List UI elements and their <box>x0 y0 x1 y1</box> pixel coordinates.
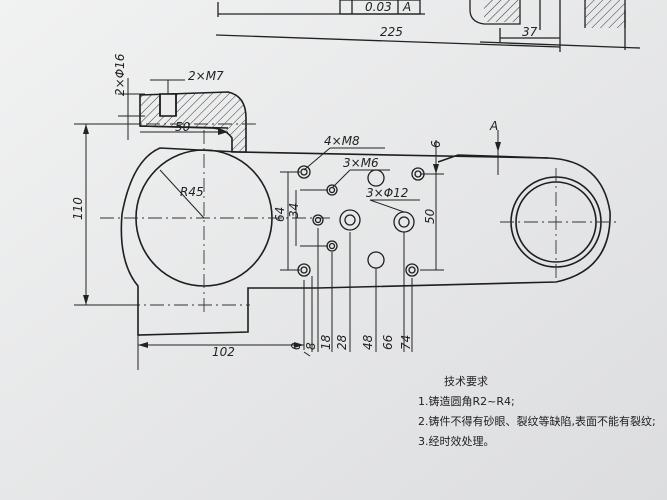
v50-label: 50 <box>423 208 437 224</box>
dimension-lines <box>74 78 499 370</box>
m6-holes-label: 3×M6 <box>343 156 379 170</box>
frame-datum-label: A <box>402 0 411 14</box>
x48-label: 48 <box>361 334 375 350</box>
x8-label: 8 <box>304 342 318 350</box>
radius-label: R45 <box>180 185 204 199</box>
v64-label: 64 <box>273 207 287 222</box>
slot-length-label: 50 <box>175 120 191 134</box>
note-item-1: 1.铸造圆角R2~R4; <box>418 395 515 408</box>
header-fragment <box>215 0 641 52</box>
x28-label: 28 <box>335 334 349 350</box>
small-length-label: 37 <box>522 25 538 39</box>
datum-label: A <box>489 119 498 133</box>
note-item-2: 2.铸件不得有砂眼、裂纹等缺陷,表面不能有裂纹; <box>418 415 656 428</box>
technical-requirements: 技术要求 1.铸造圆角R2~R4; 2.铸件不得有砂眼、裂纹等缺陷,表面不能有裂… <box>418 372 667 452</box>
v34-label: 34 <box>287 203 301 218</box>
notes-title: 技术要求 <box>444 375 488 388</box>
arrowheads <box>83 124 501 348</box>
pin-holes-label: 2×M7 <box>188 69 224 83</box>
overall-length-label: 225 <box>380 25 403 39</box>
left-offset-label: 102 <box>212 345 235 359</box>
pin-diameter-label: 2×Φ16 <box>113 53 127 96</box>
x66-label: 66 <box>381 334 395 350</box>
x74-label: 74 <box>399 335 413 350</box>
x18-label: 18 <box>319 334 333 350</box>
m8-holes-label: 4×M8 <box>324 134 360 148</box>
note-item-3: 3.经时效处理。 <box>418 435 495 448</box>
height-label: 110 <box>71 197 85 220</box>
d12-holes-label: 3×Φ12 <box>366 186 408 200</box>
rib-label: 6 <box>429 140 443 148</box>
frame-value-label: 0.03 <box>365 0 392 14</box>
